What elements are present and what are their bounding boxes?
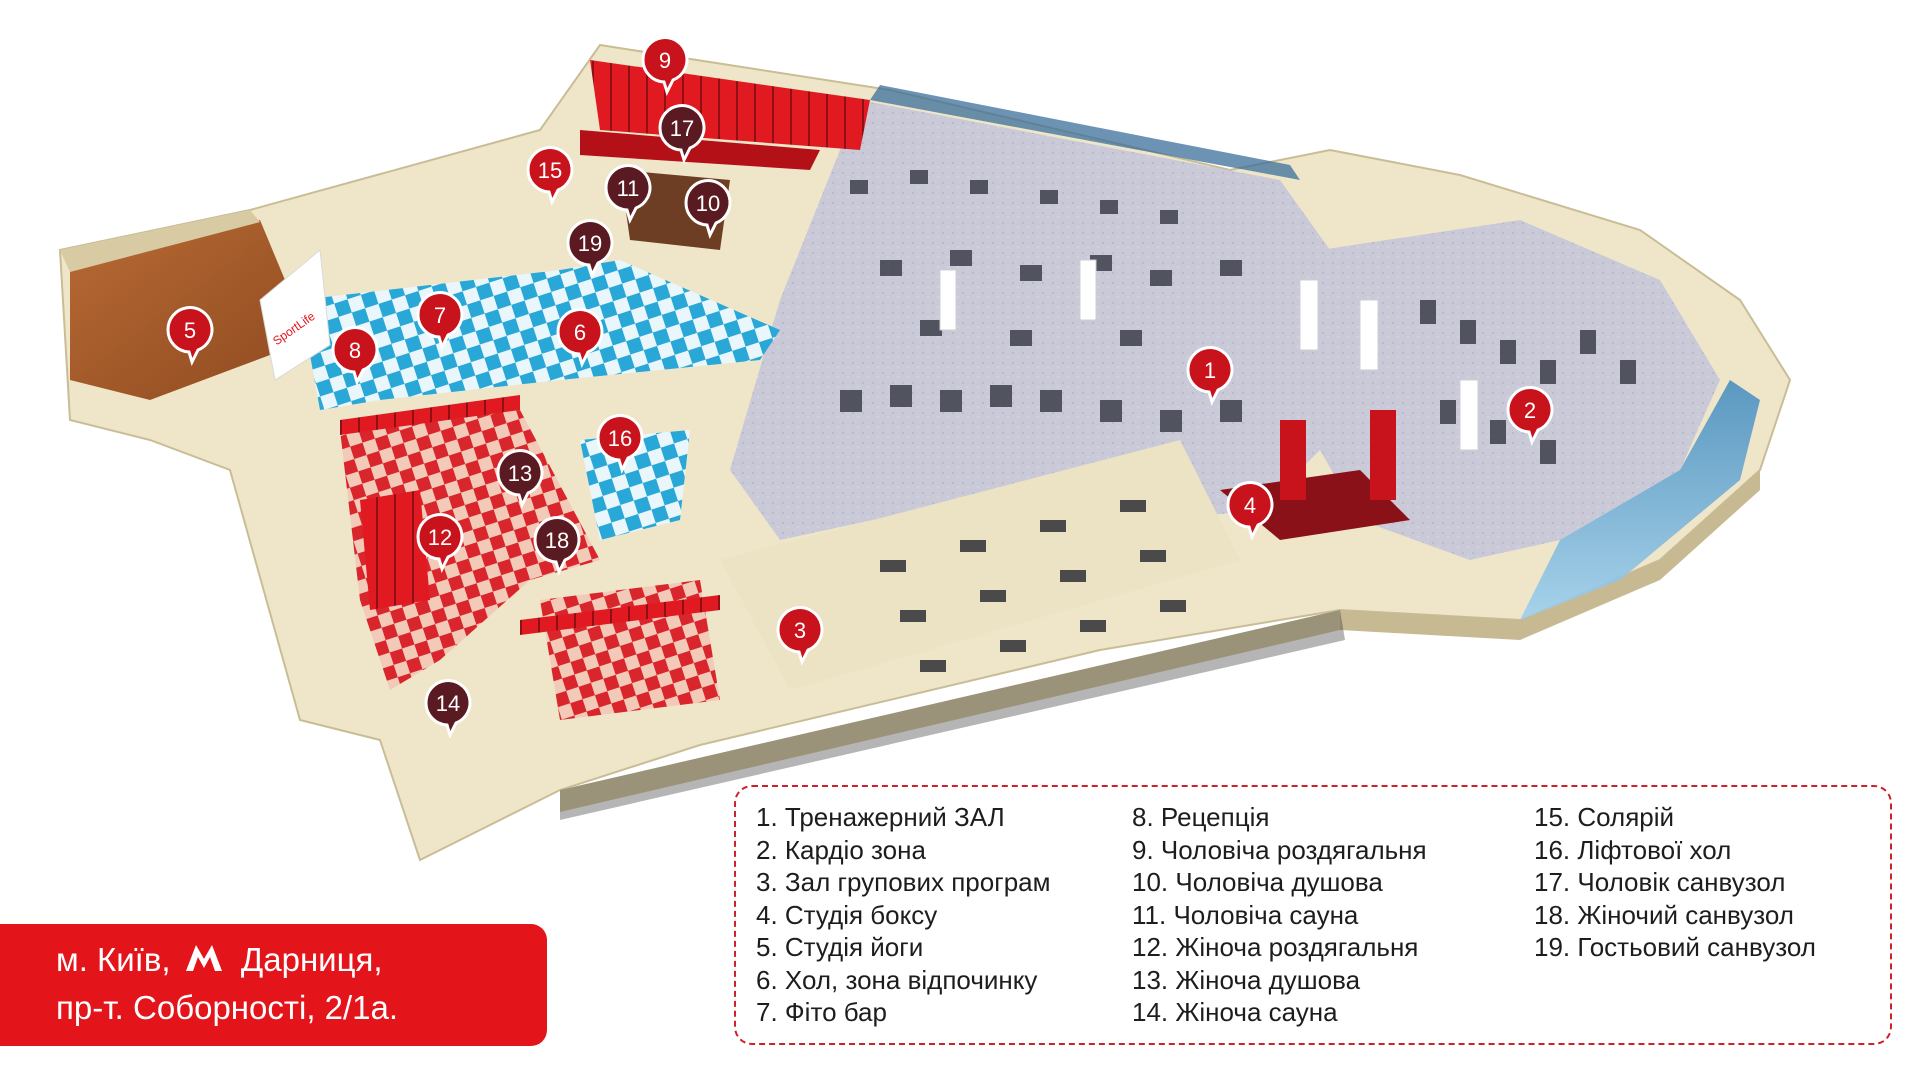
- marker-label: 13: [508, 461, 532, 486]
- map-marker-8[interactable]: 8: [331, 326, 379, 387]
- map-marker-6[interactable]: 6: [556, 308, 604, 369]
- marker-label: 12: [428, 525, 452, 550]
- map-marker-15[interactable]: 15: [526, 146, 574, 207]
- marker-label: 7: [434, 303, 446, 328]
- map-marker-2[interactable]: 2: [1506, 386, 1554, 447]
- map-marker-18[interactable]: 18: [533, 516, 581, 577]
- marker-label: 18: [545, 528, 569, 553]
- legend-item: 2. Кардіо зона: [756, 834, 926, 865]
- marker-label: 2: [1524, 398, 1536, 423]
- legend-item: 14. Жіноча сауна: [1132, 997, 1338, 1027]
- marker-label: 15: [538, 158, 562, 183]
- marker-label: 11: [617, 176, 640, 201]
- marker-label: 5: [184, 318, 196, 343]
- legend-item: 10. Чоловіча душова: [1132, 867, 1383, 897]
- map-marker-11[interactable]: 11: [604, 164, 652, 225]
- marker-pin-icon: [641, 36, 689, 97]
- map-marker-17[interactable]: 17: [658, 104, 706, 165]
- map-marker-14[interactable]: 14: [424, 679, 472, 740]
- legend-item: 9. Чоловіча роздягальня: [1132, 834, 1427, 865]
- brand-logo-board: SportLife: [259, 249, 331, 381]
- marker-label: 4: [1244, 493, 1256, 518]
- marker-label: 14: [436, 691, 460, 716]
- metro-station-label: Дарниця,: [240, 941, 383, 978]
- legend-column-1: 1. Тренажерний ЗАЛ 2. Кардіо зона 3. Зал…: [756, 801, 1051, 1029]
- address-line-1: м. Київ, Дарниця,: [56, 936, 547, 984]
- marker-pin-icon: [1186, 346, 1234, 407]
- marker-pin-icon: [416, 513, 464, 574]
- marker-label: 6: [574, 320, 586, 345]
- glass-wall: [1520, 380, 1760, 620]
- marker-pin-icon: [658, 104, 706, 165]
- marker-pin-icon: [684, 179, 732, 240]
- legend-item: 11. Чоловіча сауна: [1132, 899, 1359, 930]
- legend-item: 8. Рецепція: [1132, 802, 1270, 832]
- map-marker-3[interactable]: 3: [776, 606, 824, 667]
- marker-pin-icon: [166, 306, 214, 367]
- marker-pin-icon: [533, 516, 581, 577]
- marker-pin-icon: [424, 679, 472, 740]
- marker-label: 17: [670, 116, 694, 141]
- legend-item: 15. Солярій: [1534, 802, 1675, 832]
- legend-item: 3. Зал групових програм: [756, 867, 1051, 897]
- marker-pin-icon: [566, 219, 614, 280]
- address-line-2: пр-т. Соборності, 2/1а.: [56, 989, 399, 1026]
- address-banner: м. Київ, Дарниця, пр-т. Соборності, 2/1а…: [0, 924, 547, 1046]
- legend-box: 1. Тренажерний ЗАЛ 2. Кардіо зона 3. Зал…: [734, 785, 1892, 1045]
- marker-label: 3: [794, 618, 806, 643]
- map-marker-13[interactable]: 13: [496, 449, 544, 510]
- map-marker-12[interactable]: 12: [416, 513, 464, 574]
- legend-item: 13. Жіноча душова: [1132, 964, 1361, 995]
- legend-item: 19. Гостьовий санвузол: [1534, 932, 1816, 962]
- marker-label: 16: [608, 426, 632, 451]
- legend-item: 16. Ліфтової хол: [1534, 834, 1732, 865]
- marker-pin-icon: [331, 326, 379, 387]
- marker-label: 10: [696, 191, 720, 216]
- legend-column-3: 15. Солярій 16. Ліфтової хол 17. Чоловік…: [1534, 801, 1816, 964]
- map-marker-7[interactable]: 7: [416, 291, 464, 352]
- legend-item: 6. Хол, зона відпочинку: [756, 964, 1038, 995]
- legend-column-2: 8. Рецепція 9. Чоловіча роздягальня 10. …: [1132, 801, 1427, 1029]
- marker-pin-icon: [604, 164, 652, 225]
- marker-pin-icon: [1226, 481, 1274, 542]
- legend-item: 12. Жіноча роздягальня: [1132, 932, 1419, 962]
- zone-hall-reception: [300, 260, 780, 410]
- map-marker-19[interactable]: 19: [566, 219, 614, 280]
- columns: [939, 259, 1479, 451]
- legend-item: 1. Тренажерний ЗАЛ: [756, 802, 1005, 832]
- legend-item: 17. Чоловік санвузол: [1534, 867, 1786, 897]
- marker-pin-icon: [596, 414, 644, 475]
- marker-label: 9: [659, 48, 671, 73]
- marker-pin-icon: [496, 449, 544, 510]
- metro-m-icon: [184, 938, 224, 971]
- map-marker-10[interactable]: 10: [684, 179, 732, 240]
- marker-pin-icon: [416, 291, 464, 352]
- city-label: м. Київ,: [56, 941, 171, 978]
- map-marker-5[interactable]: 5: [166, 306, 214, 367]
- map-marker-9[interactable]: 9: [641, 36, 689, 97]
- marker-pin-icon: [556, 308, 604, 369]
- ceiling-lights: [880, 500, 1186, 672]
- marker-label: 8: [349, 338, 361, 363]
- legend-item: 7. Фіто бар: [756, 997, 887, 1027]
- legend-item: 5. Студія йоги: [756, 932, 924, 962]
- map-marker-4[interactable]: 4: [1226, 481, 1274, 542]
- legend-item: 18. Жіночий санвузол: [1534, 899, 1794, 930]
- marker-pin-icon: [776, 606, 824, 667]
- map-marker-16[interactable]: 16: [596, 414, 644, 475]
- map-marker-1[interactable]: 1: [1186, 346, 1234, 407]
- zone-group-programs: [720, 440, 1240, 690]
- marker-pin-icon: [1506, 386, 1554, 447]
- marker-pin-icon: [526, 146, 574, 207]
- gym-equipment: [840, 170, 1636, 464]
- marker-label: 1: [1204, 358, 1216, 383]
- legend-item: 4. Студія боксу: [756, 899, 938, 930]
- marker-label: 19: [578, 231, 602, 256]
- zone-boxing-studio: [1220, 470, 1410, 540]
